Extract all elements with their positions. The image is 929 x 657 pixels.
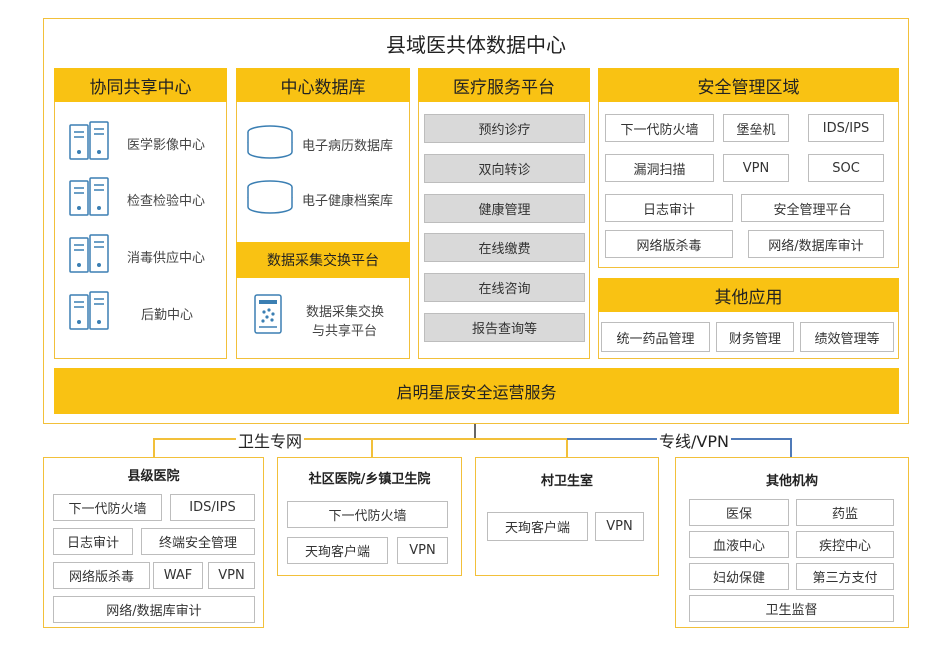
county-item-antivirus: 网络版杀毒 [53, 562, 150, 589]
village-clinic-title: 村卫生室 [540, 474, 593, 489]
inst-item-third-party-pay: 第三方支付 [796, 563, 894, 590]
db-item-ehr: 电子健康档案库 [302, 194, 394, 209]
sec-item-mgmt-platform: 安全管理平台 [741, 194, 884, 222]
drop-community [371, 438, 373, 458]
database-icon [244, 179, 296, 217]
trunk-line [474, 424, 476, 439]
health-net-label: 卫生专网 [236, 428, 305, 452]
other-institutions-title: 其他机构 [765, 474, 818, 489]
db-item-emr: 电子病历数据库 [302, 139, 394, 154]
collab-header: 协同共享中心 [54, 68, 227, 102]
sec-item-vuln-scan: 漏洞扫描 [605, 154, 714, 182]
county-item-ids-ips: IDS/IPS [170, 494, 255, 521]
ops-service-bar: 启明星辰安全运营服务 [54, 368, 899, 414]
village-item-vpn: VPN [595, 512, 644, 541]
app-item-performance: 绩效管理等 [800, 322, 894, 352]
county-hospital-title: 县级医院 [127, 469, 180, 484]
community-hospital-title: 社区医院/乡镇卫生院 [308, 472, 431, 487]
county-item-log-audit: 日志审计 [53, 528, 133, 555]
collab-item-lab: 检查检验中心 [127, 194, 206, 209]
county-item-ngfw: 下一代防火墙 [53, 494, 162, 521]
inst-item-insurance: 医保 [689, 499, 789, 526]
other-apps-header: 其他应用 [598, 278, 899, 312]
central-db-header: 中心数据库 [236, 68, 410, 102]
server-icon [68, 290, 112, 332]
collab-item-logistics: 后勤中心 [141, 308, 194, 323]
sec-item-antivirus: 网络版杀毒 [605, 230, 733, 258]
server-icon [68, 120, 112, 162]
app-item-finance: 财务管理 [716, 322, 794, 352]
health-net-line [153, 438, 475, 440]
community-item-tianxun: 天珣客户端 [287, 537, 388, 564]
drop-others [790, 438, 792, 458]
village-line [475, 438, 567, 440]
village-item-tianxun: 天珣客户端 [487, 512, 588, 541]
county-item-endpoint: 终端安全管理 [141, 528, 255, 555]
county-item-waf: WAF [153, 562, 203, 589]
security-header: 安全管理区域 [598, 68, 899, 102]
sec-item-db-audit: 网络/数据库审计 [748, 230, 884, 258]
medical-item-report: 报告查询等 [424, 313, 585, 342]
drop-county [153, 438, 155, 458]
exchange-label-line2: 与共享平台 [312, 324, 378, 339]
exchange-label-line1: 数据采集交换 [306, 305, 385, 320]
sec-item-soc: SOC [808, 154, 884, 182]
medical-item-referral: 双向转诊 [424, 154, 585, 183]
database-icon [244, 124, 296, 162]
medical-item-consult: 在线咨询 [424, 273, 585, 302]
medical-item-payment: 在线缴费 [424, 233, 585, 262]
inst-item-cdc: 疾控中心 [796, 531, 894, 558]
inst-item-maternal: 妇幼保健 [689, 563, 789, 590]
inst-item-health-supervision: 卫生监督 [689, 595, 894, 622]
main-title: 县域医共体数据中心 [386, 33, 566, 57]
exchange-server-icon [252, 292, 286, 336]
server-icon [68, 176, 112, 218]
county-item-db-audit: 网络/数据库审计 [53, 596, 255, 623]
inst-item-drug-admin: 药监 [796, 499, 894, 526]
app-item-drug-mgmt: 统一药品管理 [601, 322, 710, 352]
sec-item-log-audit: 日志审计 [605, 194, 733, 222]
collab-item-disinfection: 消毒供应中心 [127, 251, 206, 266]
server-icon [68, 233, 112, 275]
collab-item-imaging: 医学影像中心 [127, 138, 206, 153]
sec-item-ngfw: 下一代防火墙 [605, 114, 714, 142]
community-item-ngfw: 下一代防火墙 [287, 501, 448, 528]
county-item-vpn: VPN [208, 562, 255, 589]
community-item-vpn: VPN [397, 537, 448, 564]
sec-item-vpn: VPN [723, 154, 789, 182]
medical-item-health-mgmt: 健康管理 [424, 194, 585, 223]
sec-item-bastion: 堡垒机 [723, 114, 789, 142]
medical-item-appointment: 预约诊疗 [424, 114, 585, 143]
vpn-label: 专线/VPN [657, 428, 731, 452]
medical-header: 医疗服务平台 [418, 68, 590, 102]
sec-item-ids-ips: IDS/IPS [808, 114, 884, 142]
drop-village [566, 438, 568, 458]
data-exchange-header: 数据采集交换平台 [236, 242, 410, 278]
inst-item-blood-center: 血液中心 [689, 531, 789, 558]
